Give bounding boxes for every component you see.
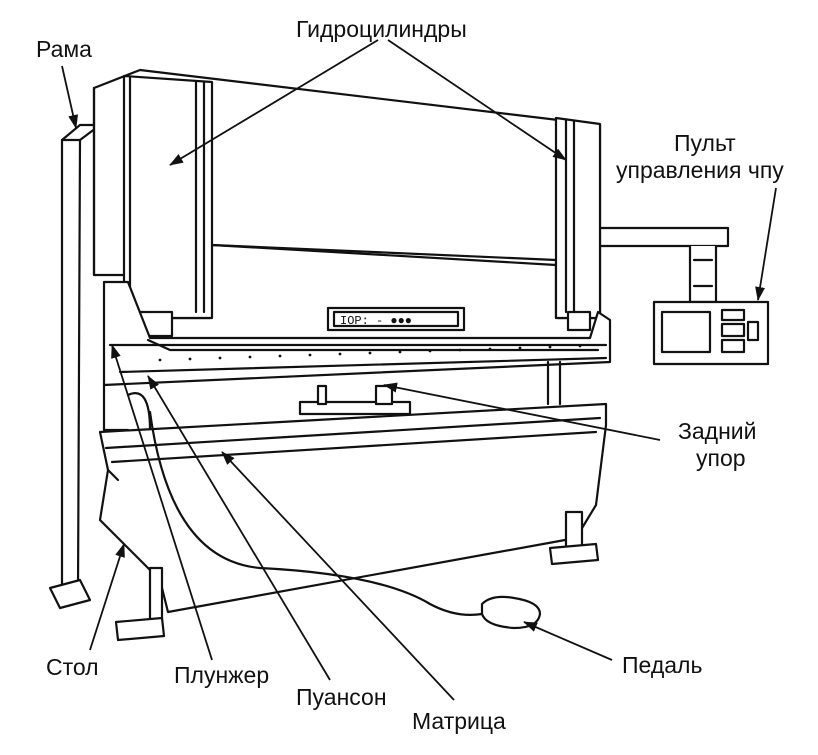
label-pedal: Педаль — [622, 652, 703, 678]
label-cnc-panel: Пульт управления чпу — [616, 130, 784, 184]
label-frame: Рама — [36, 36, 92, 62]
cnc-arm — [598, 226, 730, 304]
arrow-table — [89, 543, 125, 651]
arrow-backgauge — [383, 382, 661, 441]
label-backgauge: Задний упор — [678, 418, 757, 472]
arrow-cylinder-right — [387, 39, 567, 161]
label-die: Матрица — [412, 708, 506, 734]
label-cnc-line1: Пульт — [674, 130, 736, 156]
lower-table — [98, 402, 608, 614]
right-cylinder — [554, 116, 602, 332]
right-upright — [546, 360, 562, 406]
ram-display-text: IOP: - ●●● — [340, 314, 412, 328]
label-punch: Пуансон — [296, 684, 387, 710]
arrow-frame — [61, 65, 79, 129]
label-backgauge-line2: упор — [696, 445, 746, 471]
label-ram: Плунжер — [174, 662, 270, 688]
ram-beam — [102, 280, 612, 387]
label-cnc-line2: управления чпу — [616, 157, 784, 183]
arrow-ram — [111, 344, 213, 661]
arrow-cylinder-left — [169, 39, 379, 166]
label-backgauge-line1: Задний — [678, 418, 757, 444]
pedal — [148, 410, 542, 630]
cnc-panel — [652, 300, 770, 366]
punch-holder — [298, 384, 412, 416]
arrow-cnc — [755, 187, 777, 301]
side-frame — [60, 123, 98, 594]
label-cylinders: Гидроцилиндры — [296, 16, 467, 42]
arrow-punch — [147, 375, 331, 681]
ram-display — [326, 306, 466, 332]
left-cylinder — [122, 74, 214, 338]
arrow-die — [221, 451, 455, 701]
label-table: Стол — [46, 654, 99, 680]
arrow-pedal — [523, 621, 613, 661]
feet — [48, 510, 600, 642]
ram-dots — [158, 344, 582, 362]
